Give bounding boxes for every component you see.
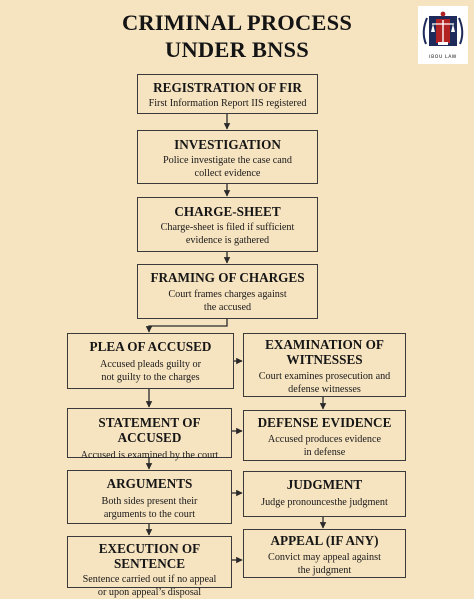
arrow-framing-to-plea	[145, 319, 228, 333]
step-description: Charge-sheet is filed if sufficient	[160, 222, 295, 233]
step-framing-of-charges: FRAMING OF CHARGES Court frames charges …	[137, 264, 318, 319]
scales-of-justice-icon	[422, 11, 464, 46]
step-description-2: not guilty to the charges	[101, 372, 200, 383]
step-description-2: evidence is gathered	[185, 235, 270, 246]
step-defense-evidence: DEFENSE EVIDENCE Accused produces eviden…	[243, 410, 406, 461]
step-charge-sheet: CHARGE-SHEET Charge-sheet is filed if su…	[137, 197, 318, 252]
step-title: APPEAL (IF ANY)	[270, 533, 379, 548]
step-title: JUDGMENT	[286, 477, 363, 492]
step-description: Accused pleads guilty or	[100, 359, 201, 370]
step-title: EXECUTION OF SENTENCE	[98, 541, 201, 571]
step-description-2: arguments to the court	[103, 509, 196, 520]
step-execution-of-sentence: EXECUTION OF SENTENCE Sentence carried o…	[67, 536, 232, 598]
step-description-2: collect evidence	[194, 168, 261, 179]
step-statement-of-accused: STATEMENT OF ACCUSED Accused is examined…	[67, 408, 232, 461]
step-arguments: ARGUMENTS Both sides present their argum…	[67, 470, 232, 524]
step-description-2: the judgment	[297, 565, 352, 576]
diagram-title-line1: CRIMINAL PROCESS	[121, 10, 353, 35]
step-title: STATEMENT OF ACCUSED	[98, 415, 201, 445]
step-plea-of-accused: PLEA OF ACCUSED Accused pleads guilty or…	[67, 333, 234, 389]
step-title: PLEA OF ACCUSED	[89, 339, 212, 354]
law-firm-logo: IBOU LAW	[418, 6, 468, 64]
step-title: FRAMING OF CHARGES	[150, 270, 305, 285]
step-title: CHARGE-SHEET	[174, 204, 281, 219]
step-description: Accused is examined by the court	[80, 450, 219, 461]
step-description: Accused produces evidence	[267, 434, 382, 445]
logo-text: IBOU LAW	[429, 55, 457, 60]
step-title: INVESTIGATION	[174, 137, 281, 152]
step-description: First Information Report IIS registered	[148, 98, 307, 109]
step-description: Both sides present their	[101, 496, 198, 507]
step-title: ARGUMENTS	[106, 476, 193, 491]
step-description: Court frames charges against	[168, 289, 287, 300]
step-title: EXAMINATION OF	[265, 337, 384, 352]
step-title-2: WITNESSES	[286, 352, 363, 367]
step-description: Judge pronouncesthe judgment	[261, 497, 388, 508]
step-description: Convict may appeal against	[268, 552, 381, 563]
step-appeal: APPEAL (IF ANY) Convict may appeal again…	[243, 529, 406, 578]
step-description-2: the accused	[203, 302, 252, 313]
step-title: REGISTRATION OF FIR	[153, 80, 302, 95]
step-description: Court examines prosecution and	[258, 371, 391, 382]
step-description-2: in defense	[303, 447, 346, 458]
step-judgment: JUDGMENT Judge pronouncesthe judgment	[243, 471, 406, 517]
step-description: Police investigate the case cand	[163, 155, 292, 166]
step-title: DEFENSE EVIDENCE	[257, 415, 392, 430]
step-description: Sentence carried out if no appeal	[82, 574, 217, 585]
step-description-2: or upon appeal’s disposal	[97, 587, 202, 598]
step-registration-of-fir: REGISTRATION OF FIR First Information Re…	[137, 74, 318, 114]
step-description-2: defense witnesses	[288, 384, 361, 395]
step-investigation: INVESTIGATION Police investigate the cas…	[137, 130, 318, 184]
step-examination-of-witnesses: EXAMINATION OF WITNESSES Court examines …	[243, 333, 406, 397]
diagram-title-line2: UNDER BNSS	[165, 37, 309, 62]
